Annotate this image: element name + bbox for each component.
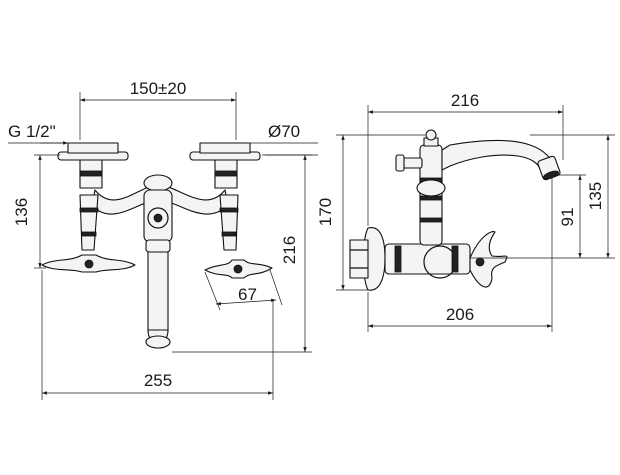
label-height-outer: 170 [316, 198, 335, 226]
dim-depth: 206 [367, 178, 553, 332]
label-center-distance: 150±20 [130, 79, 187, 98]
label-projection: 216 [451, 91, 479, 110]
label-offset: 67 [238, 285, 257, 304]
side-faucet-body [349, 129, 561, 291]
dim-outlet-diameter: Ø70 [248, 122, 318, 156]
dim-thread: G 1/2" [8, 122, 72, 145]
dim-width: 255 [41, 270, 274, 400]
dim-height-outer: 170 [316, 134, 425, 291]
dim-height-inner: 91 [470, 174, 586, 259]
label-height-right-side: 135 [586, 182, 605, 210]
label-height-left: 136 [12, 198, 31, 226]
dim-height-left: 136 [12, 154, 60, 269]
label-thread: G 1/2" [8, 122, 56, 141]
label-height-inner: 91 [558, 208, 577, 227]
dim-offset: 67 [204, 269, 283, 311]
label-outlet-diameter: Ø70 [268, 122, 300, 141]
front-faucet-body [41, 142, 273, 349]
label-height-right: 216 [280, 236, 299, 264]
label-width: 255 [144, 371, 172, 390]
dim-height-right-side: 135 [530, 134, 615, 259]
label-depth: 206 [446, 305, 474, 324]
dim-center-distance: 150±20 [79, 79, 237, 140]
side-view: 216 170 91 135 206 [316, 91, 615, 332]
dim-height-right: 216 [172, 154, 312, 353]
front-view: 150±20 G 1/2" Ø70 136 216 [8, 79, 318, 400]
dim-projection: 216 [367, 91, 564, 226]
